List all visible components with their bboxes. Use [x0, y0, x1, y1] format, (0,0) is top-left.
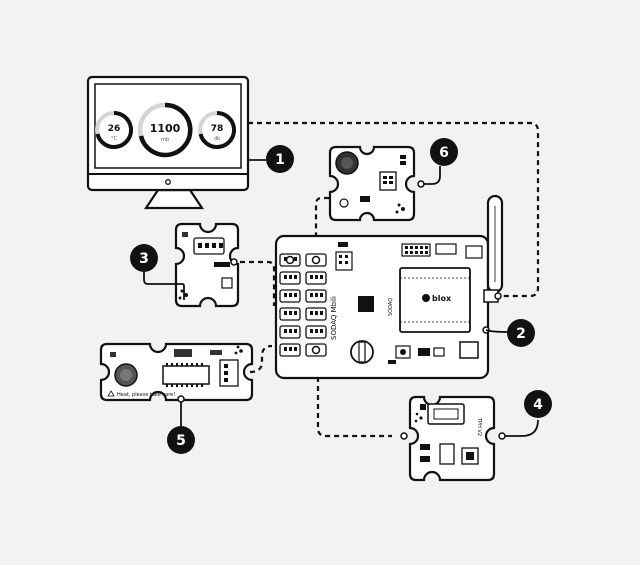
callout-circle: [524, 390, 552, 418]
connector-dot: [311, 255, 321, 265]
board-logo: SODAQ: [388, 298, 394, 316]
callout-3: 3: [130, 244, 158, 272]
leader-6: [424, 166, 441, 185]
module-5: Heat, please take care!: [99, 342, 254, 426]
main-board: SODAQ Mbili SODAQ blox: [274, 194, 504, 380]
ublox-label: blox: [432, 294, 452, 303]
mcu-chip: [358, 296, 374, 312]
module-6: [328, 145, 425, 222]
callout-circle: [507, 319, 535, 347]
gauge-value: 78: [211, 124, 224, 134]
module-4: TPH V2: [400, 395, 506, 482]
share-icon: [239, 349, 243, 353]
module-4-label: TPH V2: [476, 417, 482, 436]
callout-number: 1: [275, 152, 285, 168]
connector-dot: [417, 180, 425, 188]
callout-leader: [143, 262, 185, 300]
sensor-chip: [221, 277, 233, 289]
leader-2: [485, 329, 509, 333]
connector: [219, 359, 239, 387]
share-icon: [401, 207, 405, 211]
callout-1: 1: [266, 145, 294, 173]
warning-icon: [107, 390, 115, 397]
callout-number: 5: [176, 433, 186, 449]
callout-2: 2: [507, 319, 535, 347]
ublox-module: [399, 267, 471, 333]
gauge-unit: db: [214, 136, 220, 142]
share-icon: [419, 416, 423, 420]
callout-circle: [167, 426, 195, 454]
module-3: [143, 222, 240, 308]
gauge-value: 26: [108, 124, 121, 134]
connector-dot: [230, 258, 238, 266]
gauge-arc: [95, 111, 134, 149]
callout-number: 4: [533, 397, 543, 413]
cable-module6-to-board: [314, 196, 338, 256]
cables: [240, 121, 540, 438]
monitor-stand: [143, 188, 205, 210]
gauge-arc: [198, 111, 237, 149]
callout-circle: [430, 138, 458, 166]
leader-4: [505, 419, 539, 437]
gauge-unit: °C: [111, 136, 118, 142]
callout-number: 6: [439, 145, 449, 161]
callout-number: 3: [139, 251, 149, 267]
cable-module4-to-board: [316, 350, 392, 438]
callout-5: 5: [167, 426, 195, 454]
connector-dot: [285, 255, 295, 265]
gauge-unit: mb: [161, 137, 169, 143]
monitor-power-icon: [165, 179, 171, 185]
callout-leaders: [248, 159, 539, 437]
callout-circle: [266, 145, 294, 173]
chip: [162, 365, 210, 385]
usb-port: [459, 341, 479, 359]
connector-dot: [400, 432, 408, 440]
header: [435, 243, 457, 255]
callout-4: 4: [524, 390, 552, 418]
gauge-noise: 78 db: [198, 111, 237, 149]
header: [401, 243, 431, 257]
connector: [379, 171, 397, 191]
gauge-arc: [138, 102, 193, 158]
share-icon: [184, 293, 188, 297]
gauge-pressure: 1100 mb: [137, 102, 193, 158]
monitor: 26 °C 1100 mb 78 db: [86, 75, 250, 210]
cable-monitor-to-antenna: [248, 121, 540, 298]
board-name: SODAQ Mbili: [330, 296, 338, 340]
led-icon: [339, 198, 349, 208]
connector-dot: [177, 395, 185, 403]
connector-dot: [494, 292, 502, 300]
connector-dot: [311, 345, 321, 355]
cable-module5-to-board: [249, 344, 273, 374]
callout-6: 6: [430, 138, 458, 166]
gauge-temperature: 26 °C: [95, 111, 134, 149]
callout-circle: [130, 244, 158, 272]
callout-number: 2: [516, 326, 526, 342]
connector-dot: [498, 432, 506, 440]
microphone-mesh: [341, 157, 353, 169]
ublox-logo-icon: [422, 294, 430, 302]
gauge-value: 1100: [150, 122, 181, 135]
cable-module3-to-board: [240, 260, 276, 306]
warning-text: Heat, please take care!: [117, 392, 175, 398]
